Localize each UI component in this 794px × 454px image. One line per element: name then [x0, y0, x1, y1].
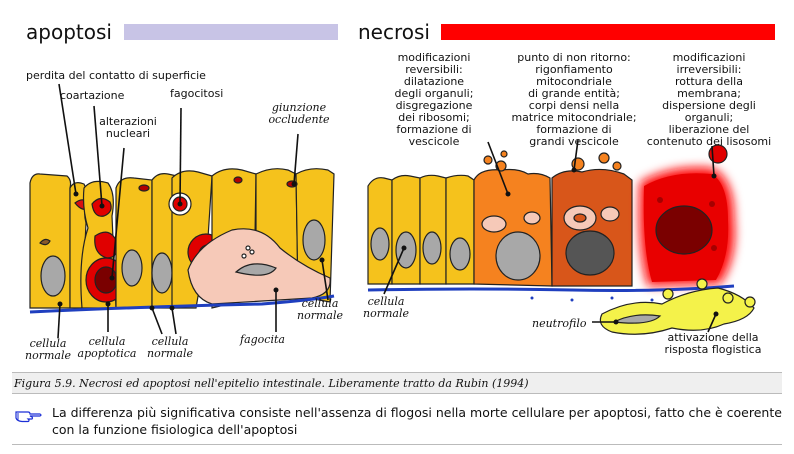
nucleus [395, 231, 417, 269]
epithelium-illustration [29, 24, 775, 339]
label-punto-di-non-ritorno: punto di non ritorno: rigonfiamento mito… [511, 51, 637, 148]
apoptosis-leader-lines [57, 83, 329, 339]
label-coartazione: coartazione [60, 89, 125, 102]
apoptosis-title-bar [124, 24, 338, 40]
label-fagocitosi: fagocitosi [170, 87, 224, 100]
label-fagocita: fagocita [240, 333, 285, 346]
apoptosis-leader-dots [57, 181, 325, 311]
granule [241, 253, 247, 259]
label-modificazioni-reversibili: modificazioni reversibili: dilatazione d… [394, 51, 474, 148]
label-alterazioni-nucleari: alterazioni nucleari [99, 115, 157, 140]
label-cellula-normale-right: cellula normale [297, 297, 343, 322]
bleb [612, 161, 622, 171]
granule [249, 249, 255, 255]
nucleus [121, 249, 143, 287]
pointing-hand-icon [15, 411, 42, 423]
granule [245, 245, 251, 251]
basement-membrane-necrosis [367, 284, 735, 292]
nucleus [40, 255, 66, 297]
vesicle [600, 206, 620, 222]
organelle [657, 197, 663, 203]
necrosis-title: necrosi [358, 20, 430, 44]
apoptosis-epithelium [29, 168, 335, 309]
label-giunzione-occludente: giunzione occludente [268, 101, 330, 126]
label-attivazione-risposta-flogistica: attivazione della risposta flogistica [664, 331, 762, 356]
label-cellula-apoptotica: cellula apoptotica [77, 335, 137, 360]
organelle [709, 201, 715, 207]
nucleus [370, 227, 390, 261]
bottom-divider [12, 444, 782, 445]
necrosis-leader-dots [401, 167, 719, 325]
organelle [39, 238, 51, 246]
tight-junction [233, 176, 243, 184]
vesicle [481, 215, 507, 233]
neutrophil [599, 278, 756, 335]
nucleus [151, 252, 173, 294]
dense-body [573, 213, 587, 223]
nucleus [449, 237, 471, 271]
figure-caption: Figura 5.9. Necrosi ed apoptosi nell'epi… [12, 372, 782, 394]
necrosis-epithelium [367, 144, 735, 287]
necrosis-title-bar [441, 24, 775, 40]
vesicle [523, 211, 541, 225]
normal-cell-necrosis [419, 174, 447, 285]
organelle [711, 245, 717, 251]
label-cellula-normale-left: cellula normale [25, 337, 71, 362]
normal-cell-mid [115, 177, 153, 309]
bleb [500, 150, 508, 158]
tight-junction [138, 184, 150, 192]
bleb [483, 155, 493, 165]
label-neutrofilo: neutrofilo [532, 317, 587, 330]
note-text: La differenza più significativa consiste… [52, 405, 782, 437]
bleb [598, 152, 610, 164]
debris-dots [530, 296, 704, 302]
ruptured-nucleus [655, 205, 713, 255]
nucleus [302, 219, 326, 261]
basement-membrane-apoptosis [29, 294, 335, 314]
pyknotic-nucleus [565, 230, 615, 276]
nucleus [422, 231, 442, 265]
apoptosis-title: apoptosi [26, 20, 112, 44]
apoptosis-necrosis-figure: apoptosi necrosi perdita del contatto di… [12, 8, 784, 370]
condensed-chromatin [94, 266, 118, 294]
phagocyte-nucleus [234, 263, 277, 276]
label-cellula-normale-mid: cellula normale [147, 335, 193, 360]
label-modificazioni-irreversibili: modificazioni irreversibili: rottura del… [646, 51, 772, 148]
label-cellula-normale-necrosis: cellula normale [363, 295, 409, 320]
label-perdita-contatto: perdita del contatto di superficie [26, 69, 206, 82]
necrosis-leader-lines [383, 139, 717, 333]
nucleus [495, 231, 541, 281]
